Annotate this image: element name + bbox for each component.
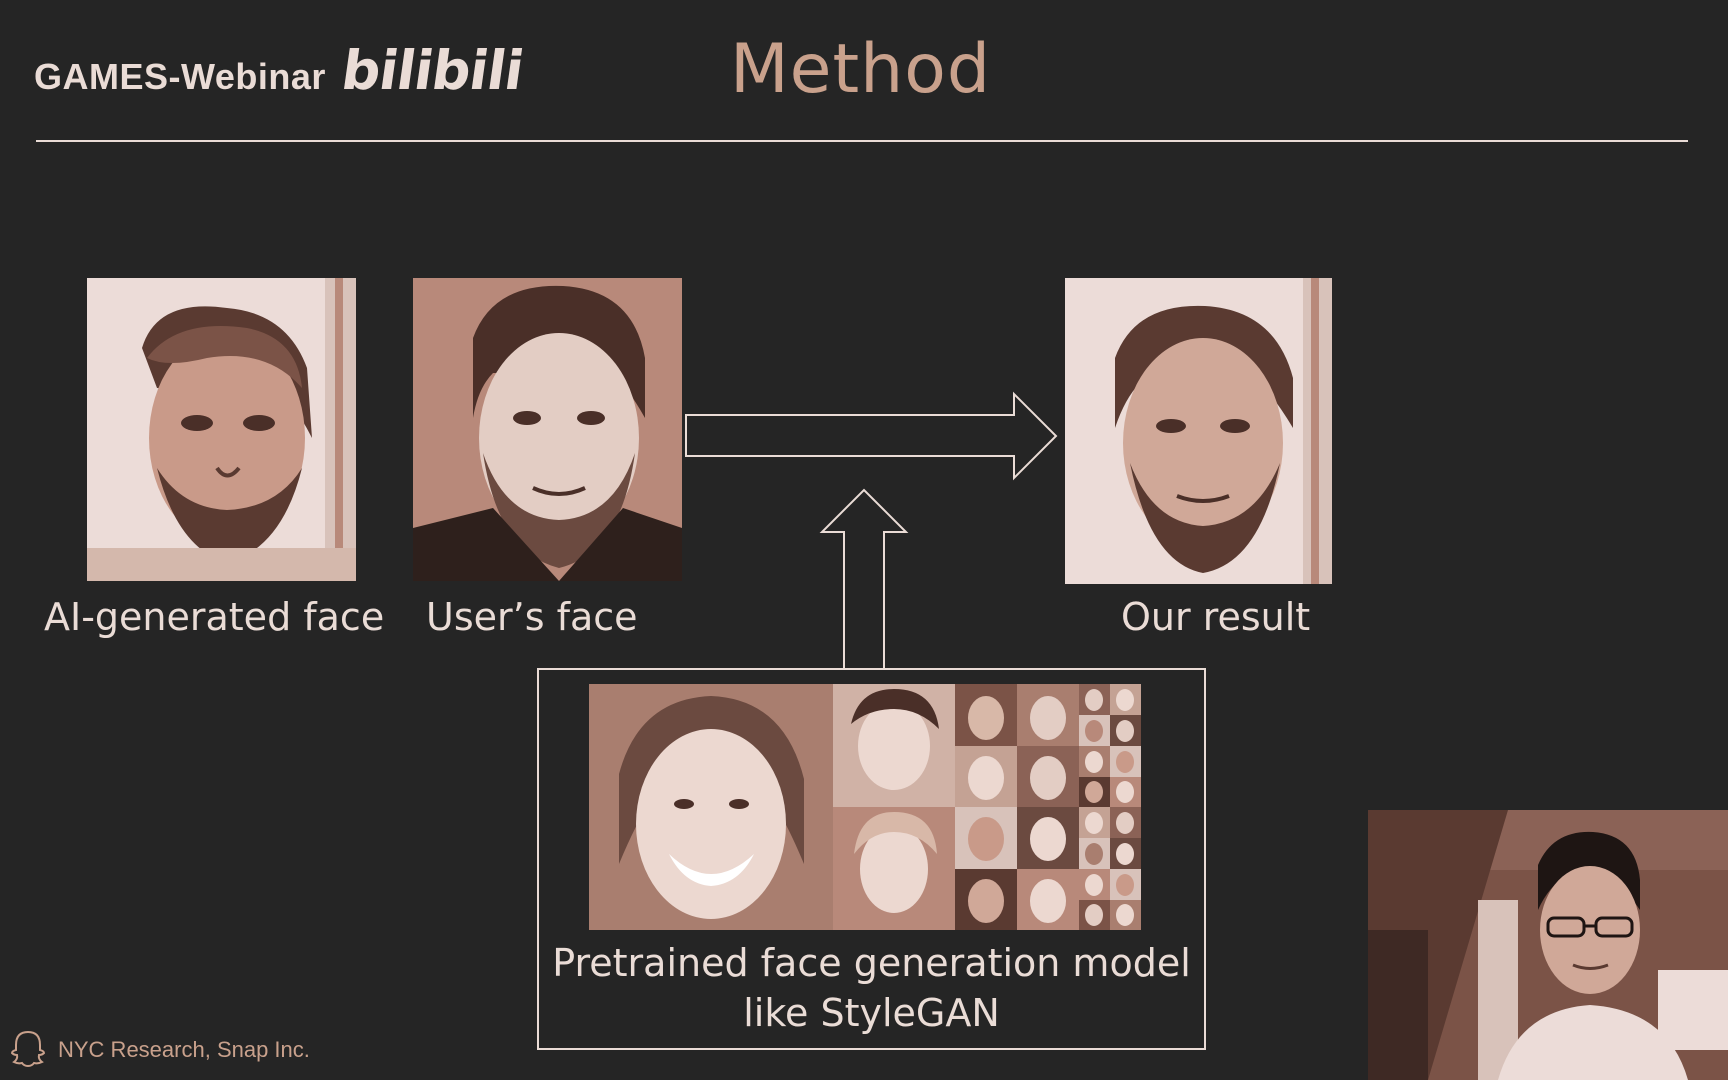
model-caption: Pretrained face generation model like St…: [537, 938, 1206, 1038]
caption-user-face: User’s face: [426, 595, 638, 639]
brand-header: GAMES-Webinar bilibili: [34, 39, 527, 102]
model-caption-line1: Pretrained face generation model: [552, 941, 1191, 985]
model-caption-line2: like StyleGAN: [743, 991, 1000, 1035]
ai-generated-face-image: [87, 278, 356, 581]
footer-org-text: NYC Research, Snap Inc.: [58, 1037, 310, 1062]
header-divider: [36, 140, 1688, 142]
generated-faces-collage: [589, 684, 1141, 930]
user-face-image: [413, 278, 682, 581]
pretrained-model-box: [537, 668, 1206, 1050]
caption-ai-generated-face: AI-generated face: [44, 595, 385, 639]
brand-title: GAMES-Webinar: [34, 56, 326, 97]
caption-our-result: Our result: [1121, 595, 1311, 639]
footer: NYC Research, Snap Inc.: [8, 1028, 310, 1072]
snapchat-ghost-icon: [8, 1028, 48, 1072]
result-face-image: [1065, 278, 1332, 584]
up-arrow: [819, 488, 909, 668]
right-arrow: [685, 391, 1058, 481]
slide-title: Method: [730, 30, 992, 109]
bilibili-logo: bilibili: [337, 39, 527, 102]
webcam-feed: [1368, 810, 1728, 1080]
